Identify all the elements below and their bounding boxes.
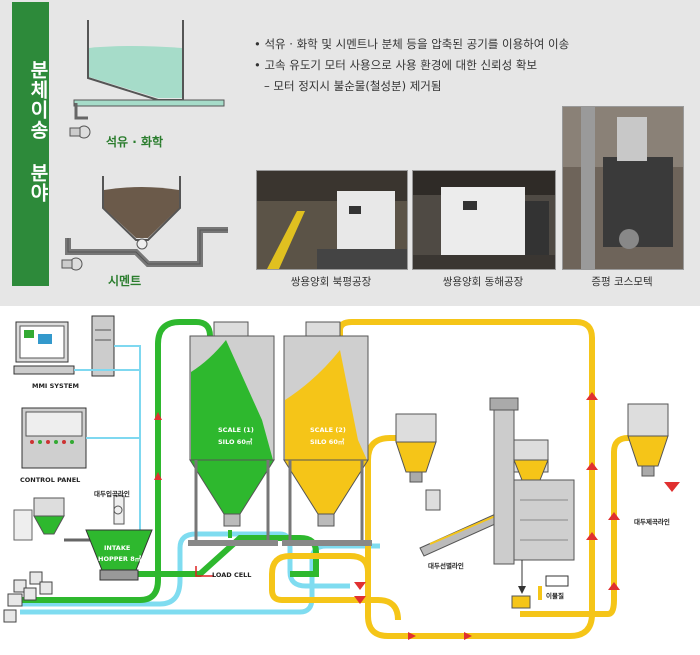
feature-subitem: – 모터 정지시 불순물(철성분) 제거됨 xyxy=(264,79,442,93)
cyclone-filter xyxy=(395,413,441,511)
mmi-computer xyxy=(13,315,115,377)
photo-donghae xyxy=(412,170,556,270)
label-cement: 시멘트 xyxy=(108,274,142,288)
feature-item: • 석유 · 화학 및 시멘트나 분체 등을 압축된 공기를 이용하여 이송 xyxy=(254,37,570,51)
blower-units xyxy=(3,571,53,623)
sorting-conveyor xyxy=(419,511,505,557)
bucket-elevator xyxy=(489,397,575,609)
load-cell-marker xyxy=(195,566,214,577)
photo-bukpyeong xyxy=(256,170,408,270)
intake-hopper xyxy=(85,495,153,581)
feature-list: • 석유 · 화학 및 시멘트나 분체 등을 압축된 공기를 이용하여 이송 •… xyxy=(254,34,569,97)
label-silo1-line2: SILO 60㎥ xyxy=(218,438,253,446)
label-intake-hopper-1: INTAKE xyxy=(104,544,131,552)
scale-silo-2 xyxy=(282,321,372,546)
feeder-silo-small xyxy=(13,497,100,542)
photo-jeungpyeong xyxy=(562,106,684,270)
cement-tank xyxy=(61,176,228,271)
category-band xyxy=(12,2,49,286)
upper-schematics xyxy=(61,20,228,271)
category-title: 분체이송 분야 xyxy=(27,60,49,203)
label-bean-output-line: 대두제곡라인 xyxy=(634,518,670,526)
label-silo2-line2: SILO 60㎥ xyxy=(310,438,345,446)
label-intake-hopper-2: HOPPER 8㎥ xyxy=(98,555,142,563)
label-mmi-system: MMI SYSTEM xyxy=(32,382,80,390)
foreign-matter-bin xyxy=(545,575,569,587)
label-silo2-line1: SCALE (2) xyxy=(310,426,346,434)
label-load-cell: LOAD CELL xyxy=(212,571,252,579)
control-panel-cabinet xyxy=(21,407,87,469)
petrochem-tank xyxy=(69,20,225,139)
caption-bukpyeong: 쌍용양회 북평공장 xyxy=(290,276,372,288)
caption-jeungpyeong: 증평 코스모텍 xyxy=(591,276,653,288)
label-control-panel: CONTROL PANEL xyxy=(20,476,81,484)
label-petrochem: 석유 · 화학 xyxy=(106,135,164,149)
label-foreign-matter: 이물질 xyxy=(546,592,564,600)
caption-donghae: 쌍용양회 동해공장 xyxy=(442,276,524,288)
label-sorting-line: 대두선별라인 xyxy=(428,562,464,570)
label-silo1-line1: SCALE (1) xyxy=(218,426,254,434)
output-silo xyxy=(627,403,669,477)
feature-item: • 고속 유도기 모터 사용으로 사용 환경에 대한 신뢰성 확보 xyxy=(254,58,538,72)
scale-silo-1 xyxy=(188,321,278,546)
process-diagram xyxy=(3,315,680,640)
label-bean-intake-line: 대두입곡라인 xyxy=(94,490,130,498)
